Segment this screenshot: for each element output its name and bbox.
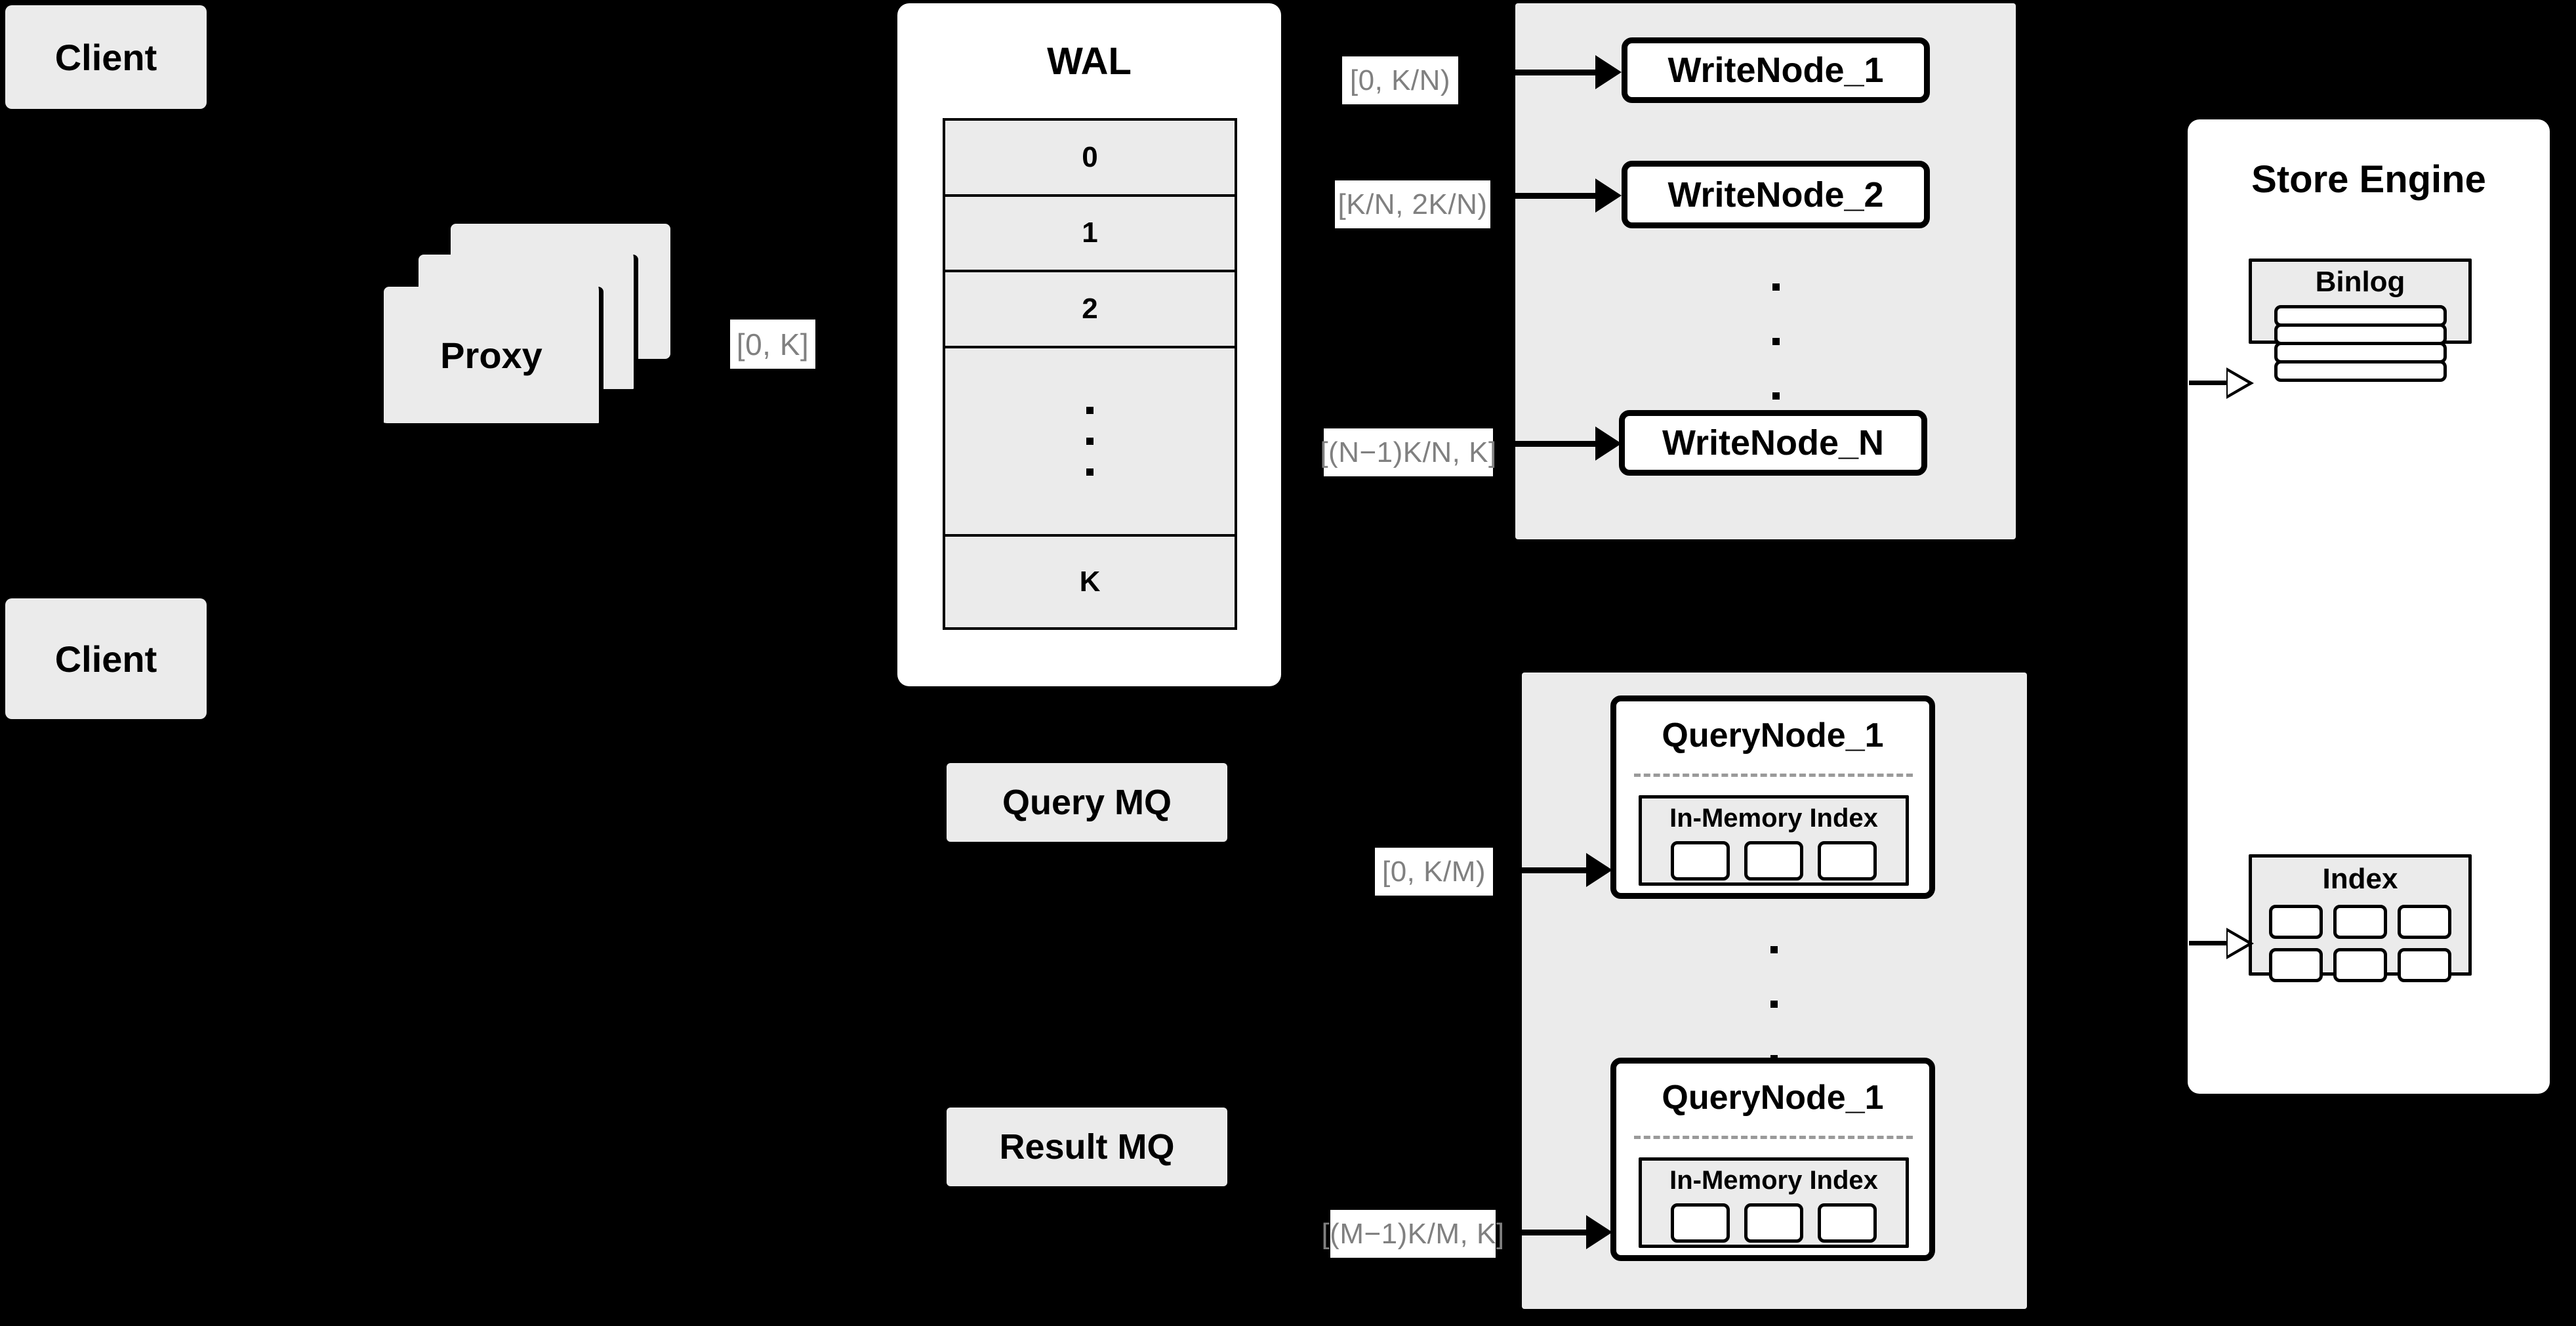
query-node-2-range-tag: [(M−1)K/M, K]: [1321, 1210, 1504, 1258]
store-index-arrow-head: [2226, 928, 2254, 959]
store-index-chip[interactable]: [2398, 905, 2451, 939]
client-label: Client: [54, 638, 157, 680]
write-node-label: WriteNode_1: [1667, 51, 1884, 90]
in-memory-index-label: In-Memory Index: [1669, 1166, 1878, 1195]
index-chip[interactable]: [1818, 841, 1877, 881]
write-cluster-ellipsis-icon: [1768, 276, 1784, 407]
wal-title: WAL: [1047, 40, 1132, 83]
store-index-chip[interactable]: [2333, 948, 2387, 982]
queue-label: Query MQ: [1002, 783, 1172, 822]
query-node-2-arrow-line: [1519, 1230, 1591, 1235]
write-node-n-arrow-line: [1515, 441, 1601, 447]
in-memory-index-label: In-Memory Index: [1669, 804, 1878, 833]
write-node-2-arrow-line: [1515, 193, 1601, 199]
query-node-2[interactable]: QueryNode_1 In-Memory Index: [1610, 1058, 1935, 1261]
binlog-arrow-head: [2226, 367, 2254, 399]
vertical-ellipsis-icon: [1086, 407, 1094, 476]
query-node-2-arrow-head: [1586, 1215, 1612, 1249]
range-text: [(M−1)K/M, K]: [1321, 1217, 1505, 1250]
query-node-1-arrow-head: [1586, 853, 1612, 887]
range-text: [0, K/N): [1349, 64, 1451, 96]
wal-row[interactable]: 0: [945, 121, 1235, 197]
binlog-bar[interactable]: [2274, 360, 2447, 382]
write-node-2-range-tag: [K/N, 2K/N): [1335, 180, 1490, 228]
proxy-label: Proxy: [440, 334, 542, 376]
client-box-2[interactable]: Client: [5, 598, 207, 719]
binlog-bar[interactable]: [2274, 323, 2447, 345]
index-chip[interactable]: [1671, 841, 1730, 881]
queue-label: Result MQ: [999, 1127, 1175, 1167]
write-node-1-arrow-line: [1515, 70, 1601, 75]
in-memory-index-panel-1: In-Memory Index: [1639, 795, 1909, 886]
index-chip[interactable]: [1744, 1203, 1803, 1243]
client-box-1[interactable]: Client: [5, 5, 207, 109]
index-chip[interactable]: [1818, 1203, 1877, 1243]
store-index-arrow-line: [2189, 941, 2232, 945]
write-node-label: WriteNode_N: [1662, 423, 1885, 463]
query-mq-box[interactable]: Query MQ: [947, 763, 1227, 842]
store-index-chip[interactable]: [2269, 905, 2323, 939]
client-label: Client: [54, 36, 157, 78]
query-node-separator: [1634, 774, 1913, 777]
write-node-label: WriteNode_2: [1667, 175, 1884, 215]
range-text: [K/N, 2K/N): [1338, 188, 1488, 220]
range-text: [(N−1)K/N, K]: [1320, 436, 1497, 468]
wal-table: 0 1 2 K: [943, 118, 1237, 630]
write-node-n[interactable]: WriteNode_N: [1619, 410, 1927, 476]
query-node-1-arrow-line: [1519, 867, 1591, 873]
query-node-separator: [1634, 1136, 1913, 1139]
wal-row[interactable]: 2: [945, 272, 1235, 348]
query-node-title: QueryNode_1: [1662, 1079, 1884, 1117]
range-text: [0, K/M): [1381, 855, 1486, 888]
write-node-1-range-tag: [0, K/N): [1342, 56, 1458, 104]
query-node-title: QueryNode_1: [1662, 716, 1884, 755]
write-node-n-range-tag: [(N−1)K/N, K]: [1320, 428, 1496, 476]
write-node-2-arrow-head: [1595, 178, 1622, 213]
store-index-chip[interactable]: [2333, 905, 2387, 939]
store-index-chip[interactable]: [2269, 948, 2323, 982]
store-index-panel: Index: [2249, 854, 2472, 982]
proxy-card-front[interactable]: Proxy: [384, 287, 603, 428]
binlog-arrow-line: [2189, 381, 2232, 385]
wal-row[interactable]: 1: [945, 196, 1235, 273]
binlog-title: Binlog: [2315, 266, 2405, 298]
proxy-stack[interactable]: Proxy: [380, 220, 676, 433]
binlog-bar[interactable]: [2274, 305, 2447, 327]
query-node-1-range-tag: [0, K/M): [1375, 848, 1493, 896]
write-node-1[interactable]: WriteNode_1: [1622, 37, 1930, 103]
store-index-title: Index: [2322, 863, 2398, 895]
index-chip[interactable]: [1744, 841, 1803, 881]
range-text: [0, K]: [736, 327, 809, 362]
write-node-2[interactable]: WriteNode_2: [1622, 161, 1930, 228]
store-engine-title: Store Engine: [2251, 158, 2486, 201]
wal-panel: WAL 0 1 2 K: [897, 3, 1281, 686]
result-mq-box[interactable]: Result MQ: [947, 1108, 1227, 1186]
index-chip[interactable]: [1671, 1203, 1730, 1243]
binlog-panel: Binlog: [2249, 259, 2472, 382]
query-cluster-ellipsis-icon: [1766, 938, 1782, 1069]
wal-row-ellipsis: [945, 348, 1235, 537]
proxy-output-range-tag: [0, K]: [730, 320, 815, 369]
in-memory-index-panel-2: In-Memory Index: [1639, 1157, 1909, 1248]
query-node-1[interactable]: QueryNode_1 In-Memory Index: [1610, 695, 1935, 899]
write-node-1-arrow-head: [1595, 55, 1622, 89]
wal-row[interactable]: K: [945, 537, 1235, 628]
write-node-n-arrow-head: [1595, 426, 1622, 461]
store-index-chip[interactable]: [2398, 948, 2451, 982]
